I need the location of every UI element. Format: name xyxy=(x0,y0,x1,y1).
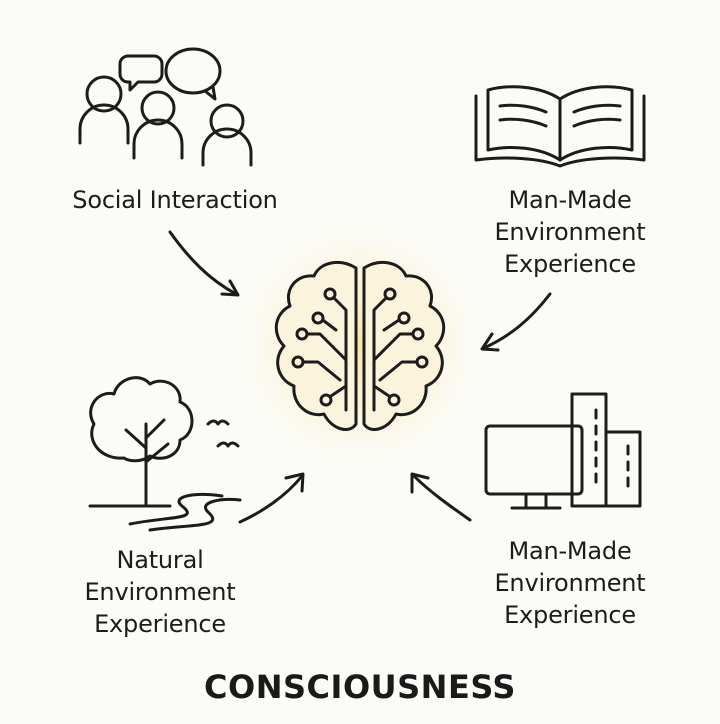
brain-circuit-icon xyxy=(274,260,446,431)
label-line: Experience xyxy=(94,610,226,638)
label-natural-environment: Natural Environment Experience xyxy=(40,544,280,640)
label-line: Experience xyxy=(504,601,636,629)
label-line: Natural xyxy=(116,546,204,574)
label-line: Man-Made xyxy=(508,537,632,565)
label-line: Environment xyxy=(494,218,646,246)
label-man-made-environment-top: Man-Made Environment Experience xyxy=(450,184,690,280)
label-line: Experience xyxy=(504,250,636,278)
label-line: Environment xyxy=(494,569,646,597)
label-line: Social Interaction xyxy=(72,186,278,214)
label-man-made-environment-bottom: Man-Made Environment Experience xyxy=(440,535,700,631)
diagram-title: CONSCIOUSNESS xyxy=(204,668,516,706)
arrow-manmade-bottom-to-brain xyxy=(410,472,472,522)
open-book-icon xyxy=(474,85,646,168)
people-speech-icon xyxy=(78,47,253,167)
arrow-social-to-brain xyxy=(168,230,240,297)
label-line: Man-Made xyxy=(508,186,632,214)
arrow-natural-to-brain xyxy=(238,472,305,524)
tree-nature-icon xyxy=(88,376,242,532)
arrow-manmade-top-to-brain xyxy=(480,292,552,352)
label-social-interaction: Social Interaction xyxy=(40,184,310,216)
label-line: Environment xyxy=(84,578,236,606)
computer-buildings-icon xyxy=(484,392,642,510)
